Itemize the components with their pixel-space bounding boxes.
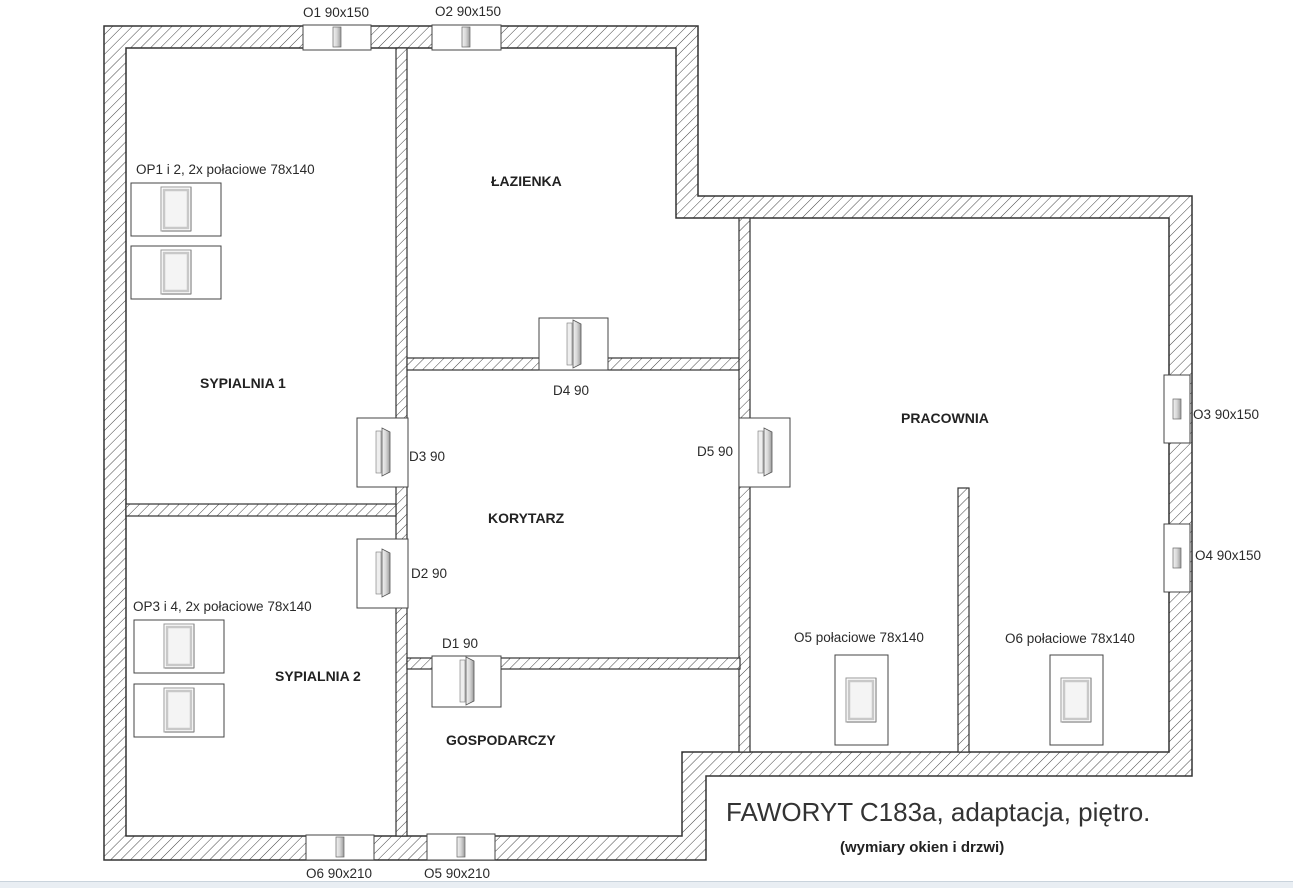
window-o2-icon bbox=[431, 24, 502, 51]
roof-windows-op12-label: OP1 i 2, 2x połaciowe 78x140 bbox=[136, 162, 315, 177]
door-d5-icon bbox=[738, 417, 791, 488]
room-pracownia-label: PRACOWNIA bbox=[901, 410, 989, 426]
window-o4-label: O4 90x150 bbox=[1195, 548, 1262, 563]
window-o3-icon bbox=[1163, 374, 1191, 444]
plan-title: FAWORYT C183a, adaptacja, piętro. bbox=[726, 797, 1151, 827]
window-o5-bottom-icon bbox=[426, 833, 496, 861]
window-o1-label: O1 90x150 bbox=[303, 5, 370, 20]
roof-window-op4-icon bbox=[133, 683, 225, 738]
door-d1-icon bbox=[431, 655, 502, 708]
door-d4-label: D4 90 bbox=[553, 383, 590, 398]
door-d2-icon bbox=[356, 538, 409, 609]
door-d5-label: D5 90 bbox=[697, 444, 734, 459]
room-sypialnia1-label: SYPIALNIA 1 bbox=[200, 375, 286, 391]
window-o2-label: O2 90x150 bbox=[435, 4, 502, 19]
roof-window-o5-label: O5 połaciowe 78x140 bbox=[794, 630, 924, 645]
room-sypialnia2-label: SYPIALNIA 2 bbox=[275, 668, 361, 684]
outer-walls bbox=[103, 25, 1193, 861]
room-lazienka-label: ŁAZIENKA bbox=[491, 173, 562, 189]
roof-window-op1-icon bbox=[130, 182, 222, 237]
window-bottom-edge bbox=[0, 881, 1293, 888]
roof-window-o6-icon bbox=[1049, 654, 1104, 746]
room-korytarz-label: KORYTARZ bbox=[488, 510, 565, 526]
door-d3-icon bbox=[356, 417, 409, 488]
roof-window-op3-icon bbox=[133, 619, 225, 674]
roof-window-o5-icon bbox=[834, 654, 889, 746]
window-o6-bottom-label: O6 90x210 bbox=[306, 866, 373, 881]
window-o6-bottom-icon bbox=[305, 834, 375, 861]
roof-window-op2-icon bbox=[130, 245, 222, 300]
room-gospodarczy-label: GOSPODARCZY bbox=[446, 732, 556, 748]
window-o1-icon bbox=[302, 24, 372, 51]
door-d1-label: D1 90 bbox=[442, 636, 479, 651]
door-d2-label: D2 90 bbox=[411, 566, 448, 581]
plan-subtitle: (wymiary okien i drzwi) bbox=[840, 839, 1005, 856]
roof-window-o6-label: O6 połaciowe 78x140 bbox=[1005, 631, 1135, 646]
window-o5-bottom-label: O5 90x210 bbox=[424, 866, 491, 881]
roof-windows-op34-label: OP3 i 4, 2x połaciowe 78x140 bbox=[133, 599, 312, 614]
window-o3-label: O3 90x150 bbox=[1193, 407, 1260, 422]
door-d4-icon bbox=[538, 317, 609, 371]
door-d3-label: D3 90 bbox=[409, 449, 446, 464]
window-o4-icon bbox=[1163, 523, 1191, 593]
